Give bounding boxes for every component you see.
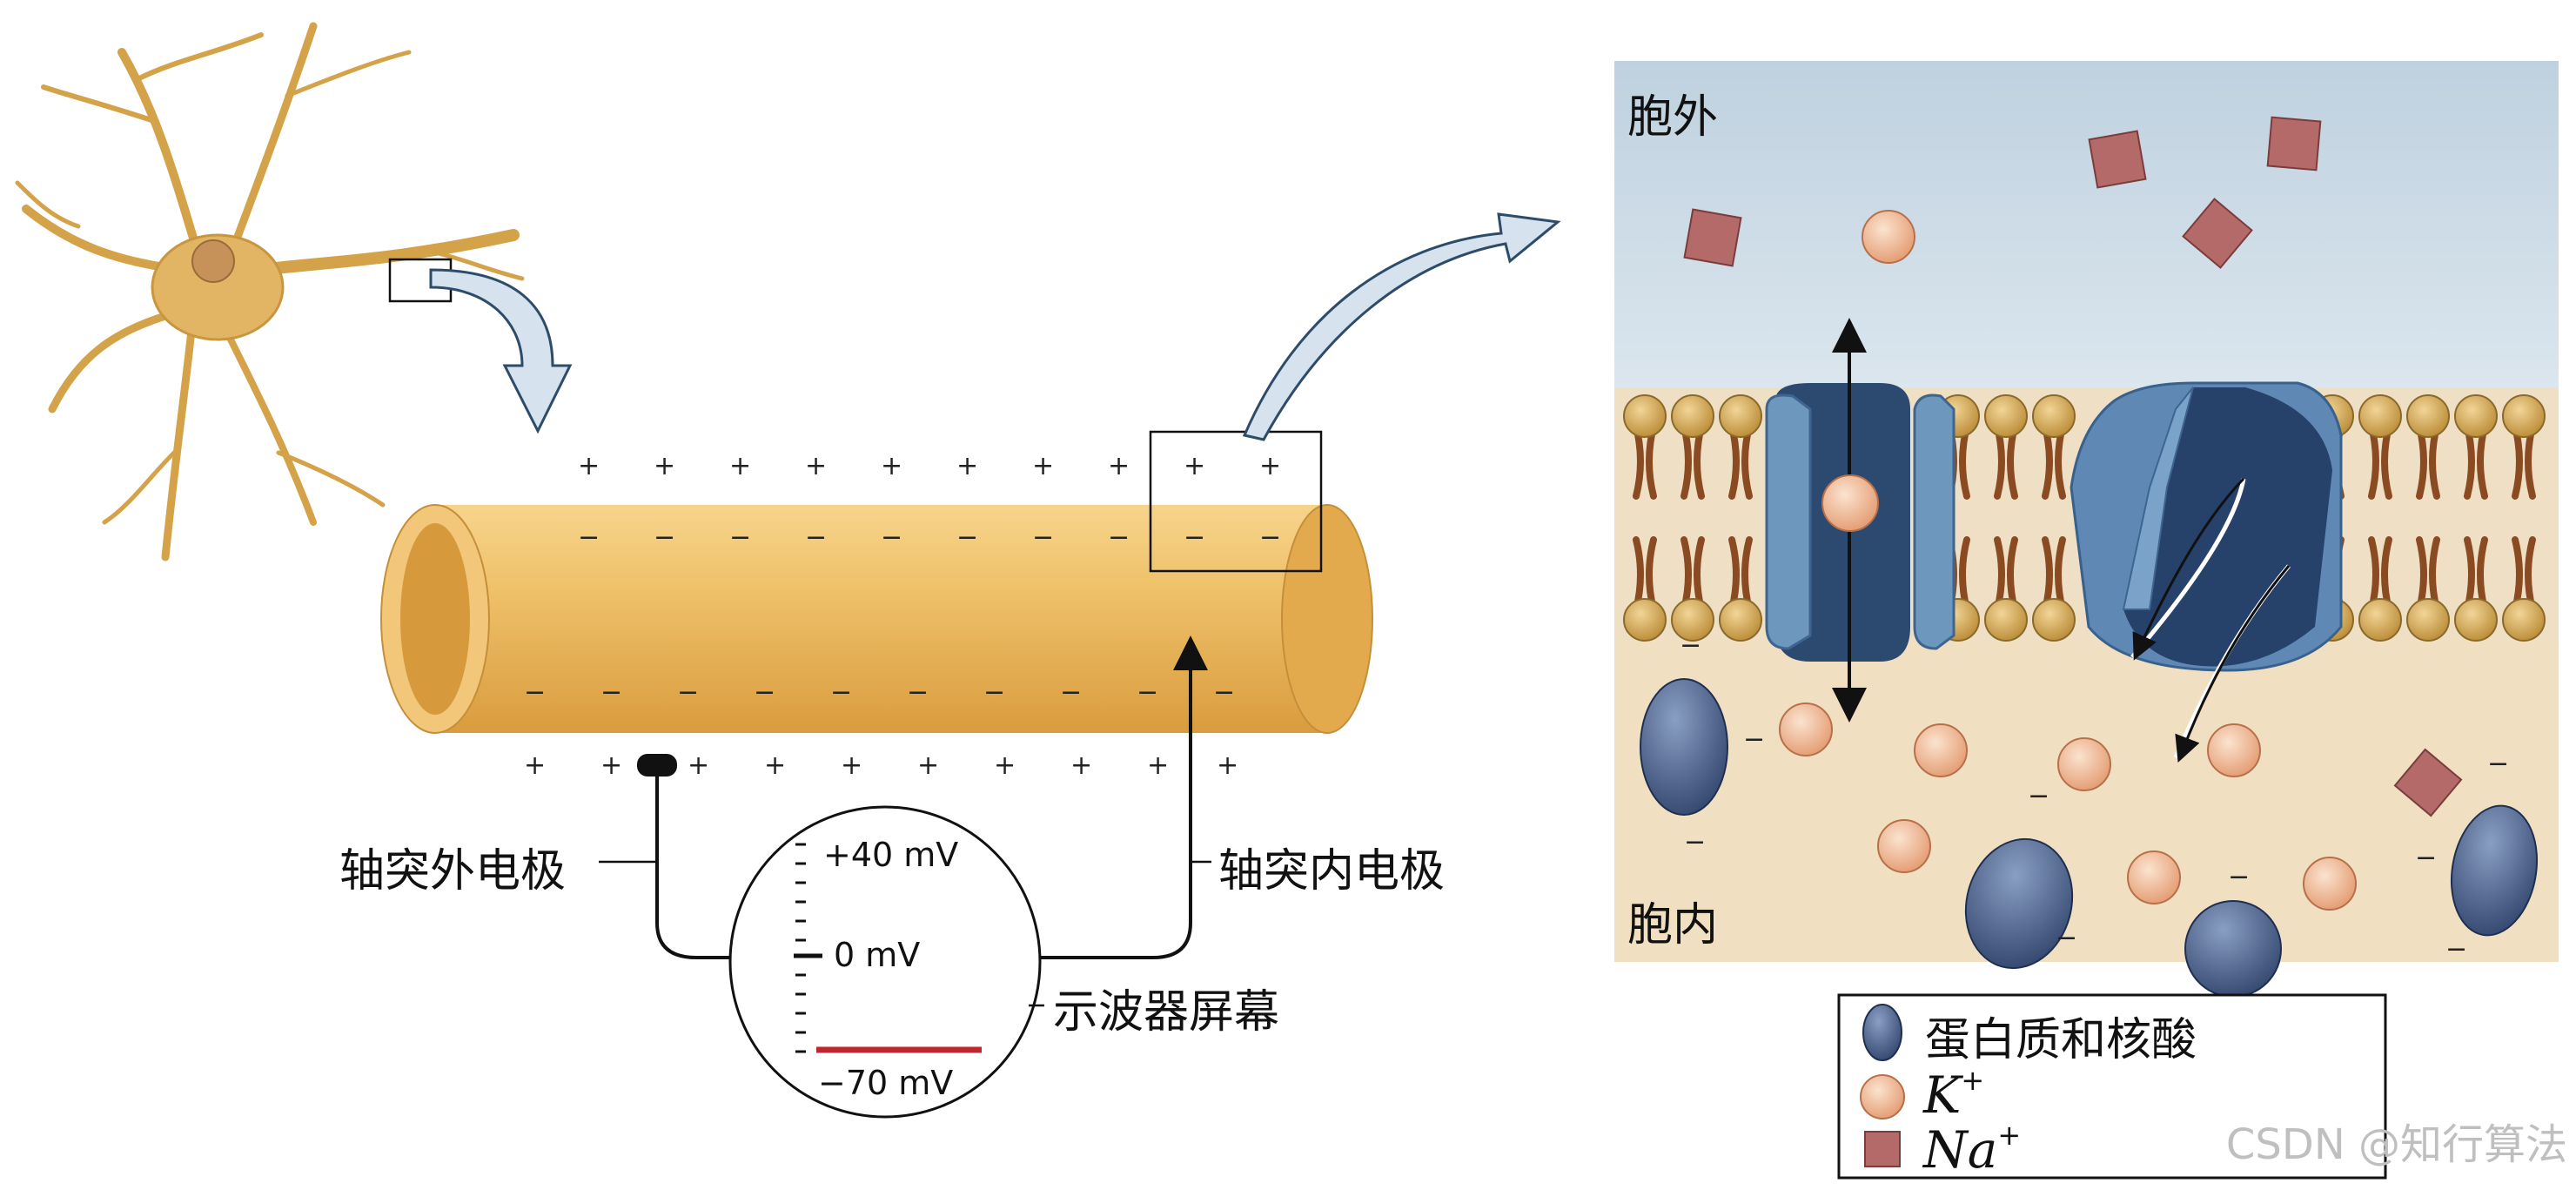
scope-screen-label: 示波器屏幕 — [1053, 986, 1280, 1039]
oscilloscope-screen — [728, 805, 1042, 1119]
neuron-illustration — [15, 22, 525, 561]
outer-electrode-label: 轴突外电极 — [339, 845, 567, 898]
legend-k-charge: + — [1961, 1064, 1985, 1097]
charge-minus: − — [805, 522, 828, 553]
charge-plus: + — [1184, 451, 1206, 481]
scale-top-label: +40 mV — [823, 836, 959, 874]
charge-plus: + — [764, 750, 787, 781]
charge-minus: − — [1060, 677, 1083, 708]
charge-plus: + — [654, 451, 676, 481]
charge-plus: + — [688, 750, 710, 781]
charge-plus: + — [1108, 451, 1130, 481]
legend-na-icon — [1864, 1131, 1901, 1167]
axon-cylinder — [380, 504, 1373, 734]
charge-minus: − — [2487, 749, 2510, 779]
proteins-inside — [1640, 678, 2539, 998]
legend-na-charge: + — [1997, 1119, 2022, 1152]
legend-na-label: Na+ — [1923, 1119, 2021, 1180]
charge-minus: − — [1743, 724, 1766, 755]
charge-minus: − — [1684, 827, 1707, 857]
charge-minus: − — [1184, 522, 1206, 553]
charge-plus: + — [524, 750, 547, 781]
charge-plus: + — [600, 750, 623, 781]
charge-minus: − — [830, 677, 853, 708]
charge-minus: − — [983, 677, 1006, 708]
k-ion-outside — [1862, 210, 1915, 264]
charge-minus: − — [1680, 630, 1702, 661]
na-ion-inside — [2393, 748, 2463, 817]
charge-plus: + — [841, 750, 863, 781]
charge-plus: + — [578, 451, 600, 481]
legend-na-text: Na — [1923, 1120, 1998, 1180]
charge-minus: − — [956, 522, 979, 553]
extracellular-label: 胞外 — [1627, 91, 1719, 144]
charge-minus: − — [600, 677, 623, 708]
intracellular-label: 胞内 — [1627, 899, 1719, 951]
scale-bottom-label: −70 mV — [818, 1064, 954, 1102]
scale-mid-label: 0 mV — [834, 936, 921, 974]
charge-plus: + — [956, 451, 979, 481]
charge-minus: − — [1213, 677, 1236, 708]
inner-electrode-label: 轴突内电极 — [1218, 845, 1446, 898]
curved-arrow-icon — [1242, 212, 1561, 441]
inner-electrode — [1037, 635, 1211, 959]
charge-minus: − — [1259, 522, 1282, 553]
k-ions-inside — [1779, 703, 2357, 911]
charge-plus: + — [1032, 451, 1055, 481]
sodium-potassium-pump-icon — [2070, 381, 2343, 763]
charge-plus: + — [805, 451, 828, 481]
charge-minus: − — [2028, 781, 2050, 811]
charge-minus: − — [578, 522, 600, 553]
charge-minus: − — [2056, 923, 2078, 953]
neuron-soma — [151, 233, 285, 341]
charge-minus: − — [907, 677, 929, 708]
charge-minus: − — [1032, 522, 1055, 553]
legend-k-label: K+ — [1923, 1064, 1984, 1125]
na-ions-outside — [1683, 116, 2322, 269]
outer-electrode — [599, 754, 733, 959]
charge-plus: + — [1070, 750, 1093, 781]
zoom-box-axon — [1149, 430, 1323, 573]
charge-minus: − — [729, 522, 752, 553]
charge-minus: − — [754, 677, 776, 708]
legend-k-icon — [1860, 1074, 1905, 1119]
charge-minus: − — [2445, 934, 2468, 965]
charge-plus: + — [994, 750, 1016, 781]
neuron-nucleus — [191, 239, 235, 283]
legend-protein-icon — [1862, 1004, 1902, 1061]
charge-plus: + — [881, 451, 903, 481]
charge-minus: − — [677, 677, 700, 708]
charge-plus: + — [1217, 750, 1239, 781]
charge-plus: + — [1259, 451, 1282, 481]
charge-minus: − — [1108, 522, 1130, 553]
charge-minus: − — [2228, 862, 2251, 892]
charge-minus: − — [2415, 843, 2438, 873]
charge-minus: − — [524, 677, 547, 708]
charge-plus: + — [917, 750, 940, 781]
membrane-panel — [1614, 61, 2559, 998]
potassium-channel-icon — [1765, 318, 1955, 723]
charge-plus: + — [1147, 750, 1170, 781]
charge-minus: − — [654, 522, 676, 553]
charge-minus: − — [881, 522, 903, 553]
legend-protein-label: 蛋白质和核酸 — [1925, 1014, 2197, 1066]
charge-minus: − — [1137, 677, 1159, 708]
watermark: CSDN @知行算法 — [2225, 1120, 2567, 1169]
curved-arrow-icon — [429, 268, 573, 434]
legend-k-text: K — [1923, 1066, 1962, 1125]
charge-plus: + — [729, 451, 752, 481]
legend-box — [1837, 993, 2387, 1180]
